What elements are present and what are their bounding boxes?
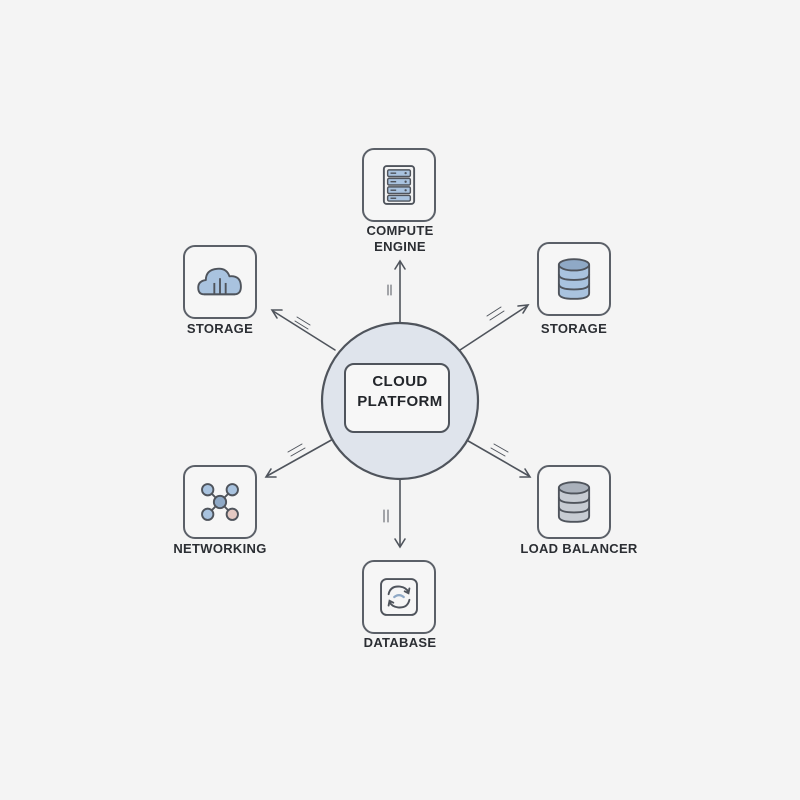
connector-networking [264,437,336,478]
connector-compute [387,259,406,331]
storage-right-node[interactable] [537,242,611,316]
database-label: DATABASE [363,635,437,650]
load-balancer-node[interactable] [537,465,611,539]
networking-node[interactable] [183,465,257,539]
storage-right-label: STORAGE [540,321,608,336]
storage-left-label: STORAGE [186,321,254,336]
connector-database [383,471,406,549]
server-rack-icon [382,165,416,205]
connectors [264,259,532,549]
storage-left-node[interactable] [183,245,257,319]
compute-label-line2: ENGINE [374,239,426,254]
connector-storage-right [459,304,530,351]
connector-storage-left [270,309,336,351]
compute-engine-node[interactable] [362,148,436,222]
center-label-line1: CLOUD [372,373,428,390]
network-nodes-icon [201,483,239,521]
cloud-platform-hub [320,321,480,481]
cloud-storage-icon [197,267,242,296]
sync-arrows-icon [380,578,418,616]
load-balancer-label: LOAD BALANCER [520,541,638,556]
connector-load-balancer [462,437,532,478]
center-label-line2: PLATFORM [357,393,443,410]
compute-label-line1: COMPUTE [366,223,434,238]
cloud-platform-label: CLOUD PLATFORM [350,372,450,412]
networking-label: NETWORKING [173,541,267,556]
database-cylinder-icon [557,481,591,523]
database-node[interactable] [362,560,436,634]
compute-engine-label: COMPUTE ENGINE [340,223,460,255]
database-cylinder-icon [557,258,591,300]
